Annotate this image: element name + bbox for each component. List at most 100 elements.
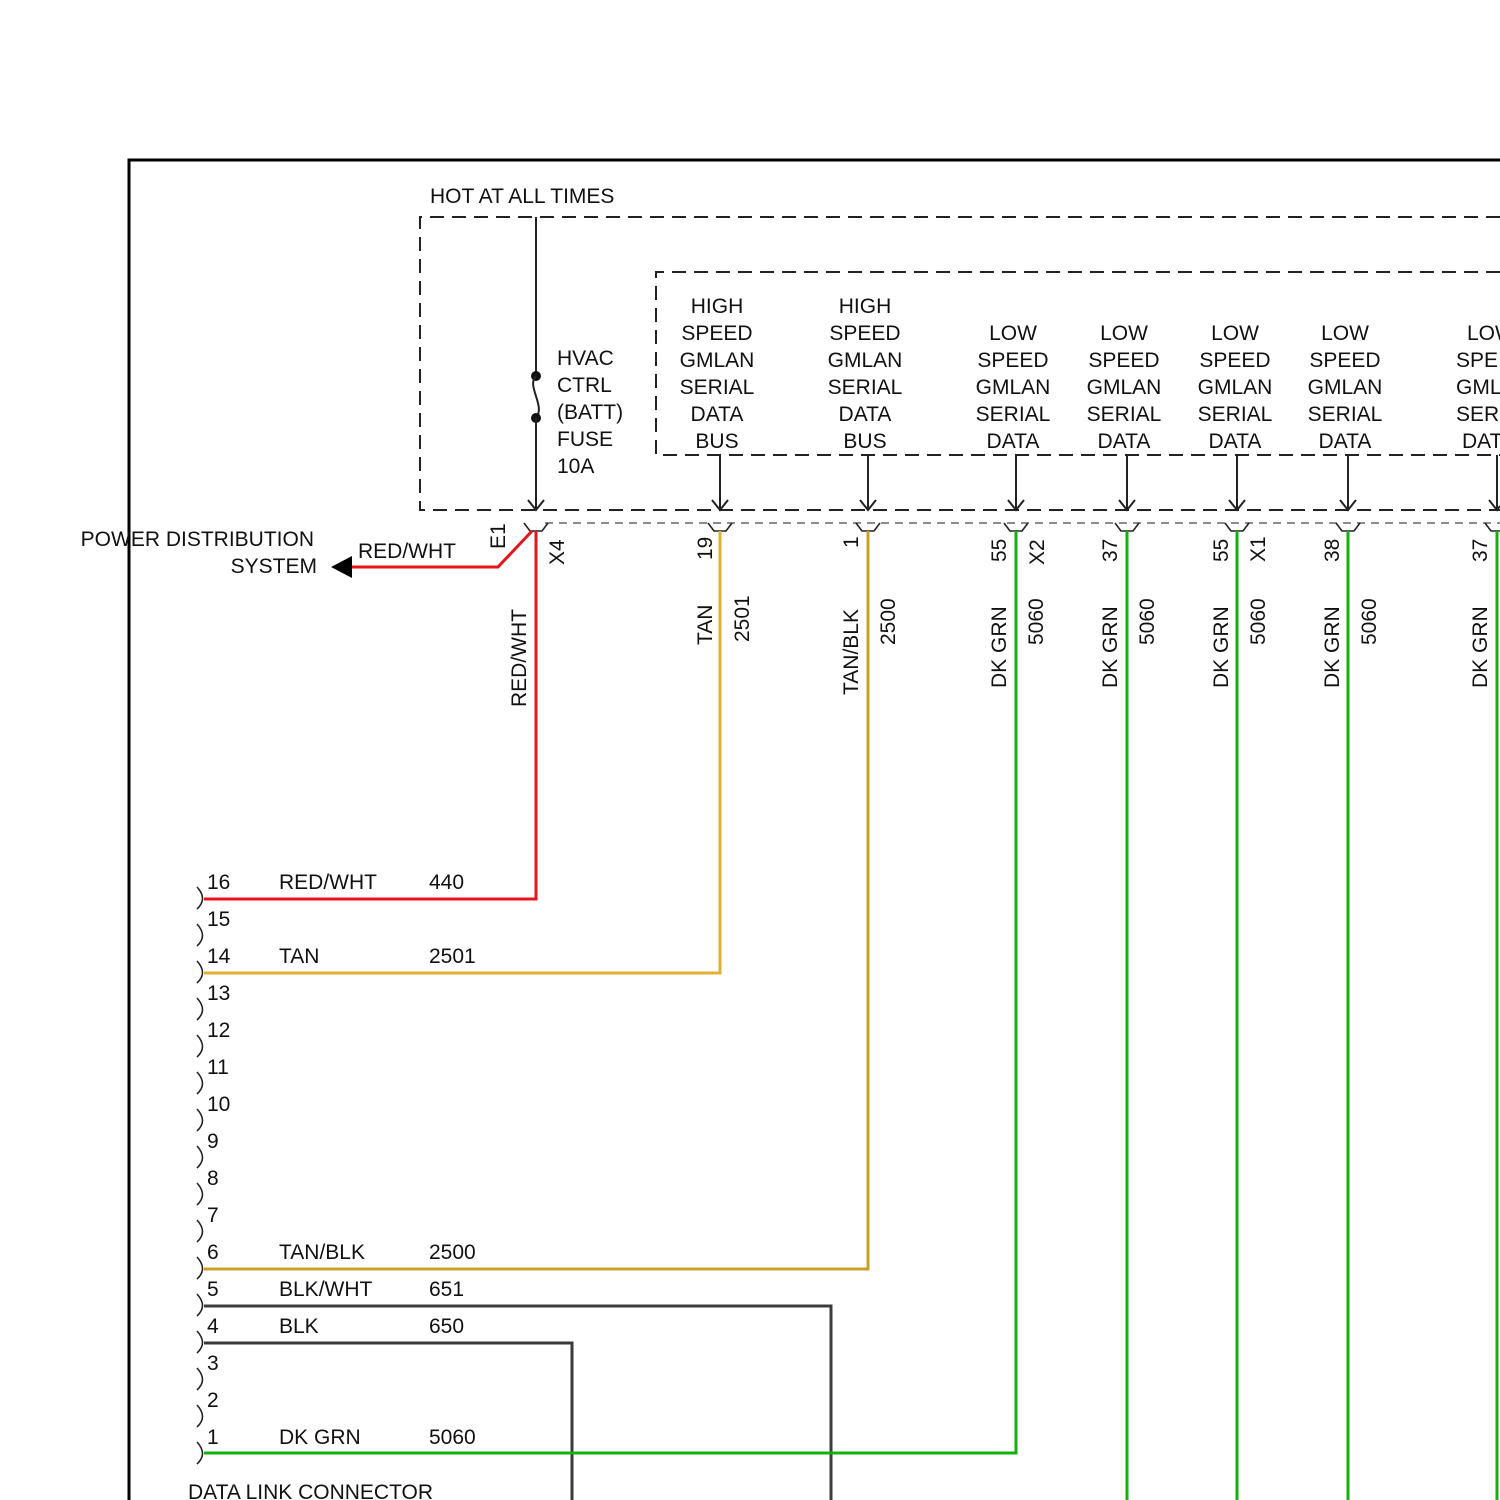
fuse-label-line: 10A [557,455,594,478]
hvac-fuse [528,217,544,510]
dlc-pin-number: 16 [207,871,230,894]
dlc-terminal [197,961,203,983]
bus-label-line: SPEED [1088,349,1159,372]
wire-circuit-number: 5060 [1247,598,1270,645]
bus-label-ls-2: LOW SPEED GMLAN SERIAL DATA [1087,322,1162,453]
dlc-terminal [197,1405,203,1427]
fuse-block-title: HOT AT ALL TIMES [430,185,614,208]
wire-color-label: RED/WHT [508,609,531,707]
bus-label-line: SER [1456,403,1499,426]
bus-label-hs-2: HIGH SPEED GMLAN SERIAL DATA BUS [828,295,903,453]
connector-label-x2: X2 [1026,539,1049,565]
bus-label-line: SPEED [977,349,1048,372]
power-distribution-arrow [331,556,352,578]
dlc-wire-color-label: RED/WHT [279,871,377,894]
wire-red-wht-440 [204,531,536,899]
bus-label-line: BUS [843,430,886,453]
dlc-terminal [197,1146,203,1168]
bus-label-line: LOW [1321,322,1369,345]
dlc-terminal [197,1331,203,1353]
bus-arrows [712,455,1500,510]
dlc-pin-number: 5 [207,1278,219,1301]
dlc-terminal [197,1109,203,1131]
dlc-terminal [197,1368,203,1390]
dlc-terminal [197,1035,203,1057]
data-link-connector-title: DATA LINK CONNECTOR [188,1481,433,1500]
bus-label-hs-1: HIGH SPEED GMLAN SERIAL DATA BUS [680,295,755,453]
dlc-wire-color-label: TAN/BLK [279,1241,365,1264]
power-distribution-label: SYSTEM [231,555,317,578]
wire-pin-number: 55 [1210,539,1233,562]
bus-label-line: SERIAL [1087,403,1162,426]
wire-color-label: DK GRN [1469,606,1492,688]
dlc-circuit-number: 2501 [429,945,476,968]
dlc-wire-color-label: BLK/WHT [279,1278,373,1301]
bus-label-line: DAT [1462,430,1500,453]
dlc-pin-number: 2 [207,1389,219,1412]
wire-color-label: DK GRN [1321,606,1344,688]
dlc-terminal [197,1183,203,1205]
bus-label-line: SPEED [1309,349,1380,372]
bus-label-ls-4: LOW SPEED GMLAN SERIAL DATA [1308,322,1383,453]
dlc-terminal [197,1442,203,1464]
wire-dk-grn-5060-dlc [204,531,1016,1453]
vertical-wire-labels: RED/WHT 19 TAN 2501 1 TAN/BLK 2500 55 DK… [508,536,1492,707]
bus-label-line: LOW [989,322,1037,345]
wire-pin-number: 38 [1321,539,1344,562]
power-distribution-label: POWER DISTRIBUTION [81,528,314,551]
dlc-pin-number: 8 [207,1167,219,1190]
fuse-label-line: FUSE [557,428,613,451]
bus-label-line: SERIAL [828,376,903,399]
bus-label-line: SPEED [681,322,752,345]
dlc-pin-number: 13 [207,982,230,1005]
wire-color-label: TAN [694,605,717,645]
dlc-pin-number: 15 [207,908,230,931]
connector-terminals [524,523,1500,531]
dlc-terminal [197,1294,203,1316]
bus-label-line: SPEED [1199,349,1270,372]
fuse-label-line: HVAC [557,347,614,370]
dlc-pin-number: 4 [207,1315,219,1338]
bus-label-line: LOW [1211,322,1259,345]
bus-label-line: SPE [1456,349,1498,372]
bus-label-line: GMLAN [828,349,903,372]
dlc-pin-number: 7 [207,1204,219,1227]
connector-label-x4: X4 [546,539,569,565]
bus-label-line: DATA [1098,430,1151,453]
bus-label-line: GMLAN [1087,376,1162,399]
dlc-pin-number: 11 [207,1056,229,1079]
fuse-label: HVAC CTRL (BATT) FUSE 10A [557,347,623,478]
wire-circuit-number: 5060 [1136,598,1159,645]
dlc-wire-color-label: TAN [279,945,319,968]
dlc-wire-color-label: DK GRN [279,1426,361,1449]
bus-label-ls-1: LOW SPEED GMLAN SERIAL DATA [976,322,1051,453]
dlc-wire-color-label: BLK [279,1315,319,1338]
dlc-pin-number: 12 [207,1019,230,1042]
wire-pin-number: 37 [1469,539,1492,562]
dlc-pin-number: 3 [207,1352,219,1375]
wire-circuit-number: 2501 [731,595,754,642]
wire-circuit-number: 2500 [877,598,900,645]
wire-color-label: DK GRN [1210,606,1233,688]
dlc-circuit-number: 650 [429,1315,464,1338]
wire-color-label: TAN/BLK [840,609,863,695]
dlc-circuit-number: 651 [429,1278,464,1301]
fuse-label-line: (BATT) [557,401,623,424]
bus-label-line: GMLAN [976,376,1051,399]
dlc-pin-number: 10 [207,1093,230,1116]
wire-pin-number: 55 [988,539,1011,562]
bus-label-line: LOW [1100,322,1148,345]
wire-pin-number: 37 [1099,539,1122,562]
connector-label-e1: E1 [487,523,510,549]
dlc-pin-number: 14 [207,945,231,968]
bus-label-line: DATA [839,403,892,426]
bus-label-line: SPEED [829,322,900,345]
dlc-terminal [197,1257,203,1279]
bus-label-line: GMLAN [1198,376,1273,399]
dlc-terminal [197,998,203,1020]
bus-label-line: GMLAN [680,349,755,372]
wire-tan-2501 [204,531,720,973]
dlc-circuit-number: 440 [429,871,464,894]
dlc-terminal [197,1220,203,1242]
dlc-terminal [197,1072,203,1094]
